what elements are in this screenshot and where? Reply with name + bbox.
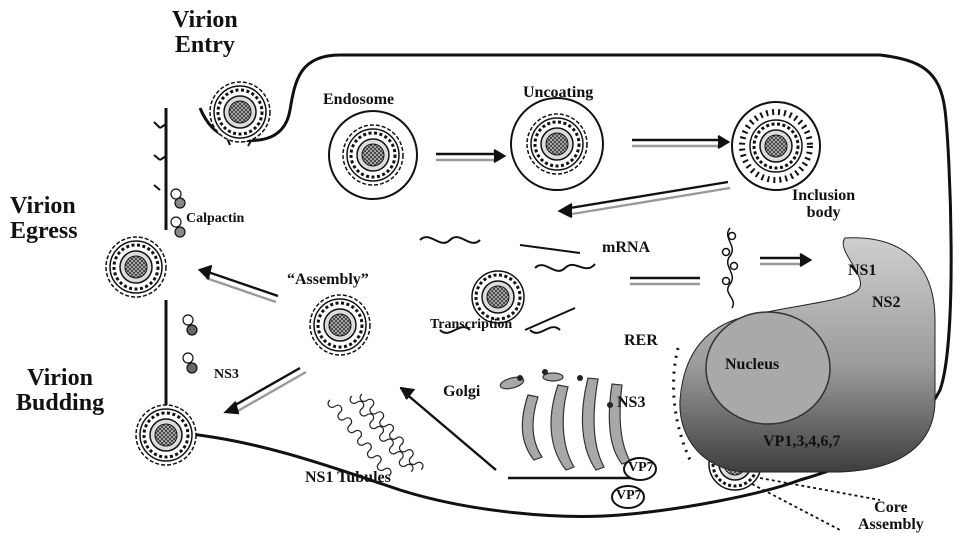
label-calpactin: Calpactin: [186, 212, 244, 227]
transcribing-core: [472, 271, 524, 323]
label-ns2: NS2: [872, 295, 900, 312]
label-mrna: mRNA: [602, 240, 650, 257]
assembled-virion: [310, 295, 370, 355]
label-core-assembly: Core Assembly: [858, 500, 924, 534]
label-nucleus: Nucleus: [725, 357, 779, 374]
label-ns3-membrane: NS3: [214, 368, 239, 383]
label-vp-proteins: VP1,3,4,6,7: [763, 434, 840, 451]
label-ns3-golgi: NS3: [617, 395, 645, 412]
golgi-apparatus: [499, 373, 630, 470]
label-inclusion-body: Inclusion body: [792, 188, 855, 222]
egressing-virion: [106, 237, 166, 297]
label-virion-budding: Virion Budding: [16, 366, 104, 416]
ns1-tubules: [326, 391, 424, 478]
inclusion-particle: [732, 102, 820, 190]
label-ns1-tubules: NS1 Tubules: [305, 470, 391, 487]
label-transcription: Transcription: [430, 318, 512, 333]
label-rer: RER: [624, 333, 658, 350]
label-endosome: Endosome: [323, 92, 394, 109]
label-golgi: Golgi: [443, 384, 480, 401]
label-assembly: “Assembly”: [287, 272, 369, 289]
label-virion-entry: Virion Entry: [172, 8, 238, 58]
endosome: [329, 111, 417, 199]
label-uncoating: Uncoating: [523, 85, 593, 102]
calpactin-beads: [171, 189, 185, 237]
translating-mrna: [723, 228, 738, 308]
budding-virion: [136, 405, 196, 465]
ns3-membrane-beads: [183, 315, 197, 373]
label-ns1: NS1: [848, 263, 876, 280]
label-virion-egress: Virion Egress: [10, 194, 78, 244]
label-vp7-a: VP7: [628, 461, 654, 476]
entering-virion: [210, 82, 270, 142]
label-vp7-b: VP7: [616, 489, 642, 504]
uncoating-vesicle: [511, 98, 603, 190]
